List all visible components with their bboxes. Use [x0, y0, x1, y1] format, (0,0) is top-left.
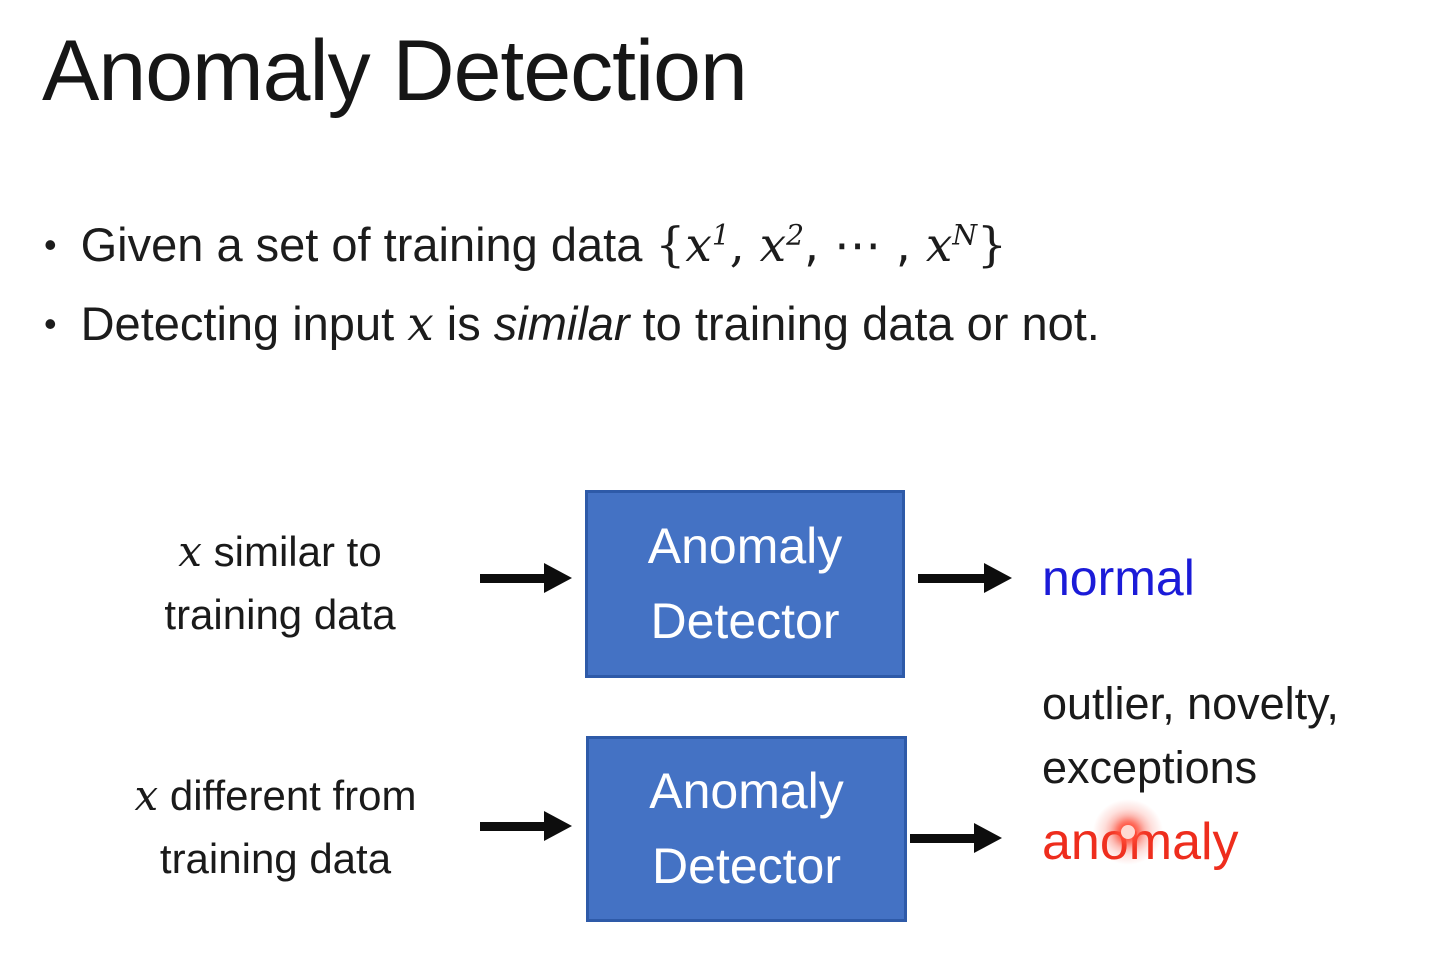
arrow-shaft — [480, 573, 544, 583]
bullet-dot-icon: • — [44, 303, 57, 345]
math-sep-1: , — [729, 218, 760, 273]
math-x1-sup: 1 — [711, 218, 730, 252]
arrow-shaft — [480, 821, 544, 831]
bullet-1-prefix: Given a set of training data — [80, 218, 656, 271]
row2-input-arrow-icon — [480, 811, 572, 841]
math-xN-sup: N — [952, 218, 977, 252]
math-x2: x — [759, 218, 787, 273]
math-open-brace: { — [655, 218, 686, 273]
row2-output-anomaly: anomaly — [1042, 813, 1239, 871]
bullet-list: • Given a set of training data {x1, x2, … — [44, 214, 1394, 372]
bullet-2-part3: to training data or not. — [629, 297, 1100, 351]
math-cdots: , ⋯ , — [804, 218, 926, 273]
arrow-shaft — [910, 833, 974, 843]
row2-aka-text: outlier, novelty, exceptions — [1042, 672, 1339, 800]
row1-output-arrow-icon — [918, 563, 1012, 593]
bullet-2-part1: Detecting input — [80, 297, 408, 351]
bullet-1-text: Given a set of training data {x1, x2, ⋯ … — [81, 214, 1007, 277]
row1-label-line2: training data — [164, 591, 396, 638]
row1-anomaly-detector-box: Anomaly Detector — [585, 490, 905, 678]
math-close-brace: } — [977, 218, 1007, 273]
arrow-head — [984, 563, 1012, 593]
math-x-row1: x — [178, 527, 202, 576]
row1-label-line1: x similar to — [178, 527, 382, 576]
row2-box-line2: Detector — [652, 838, 841, 894]
row2-box-line1: Anomaly — [649, 763, 844, 819]
math-x-row2: x — [134, 771, 159, 820]
math-x1: x — [685, 218, 712, 273]
aka-line1: outlier, novelty, — [1042, 678, 1339, 729]
row2-label-line2: training data — [159, 835, 392, 882]
row1-box-line2: Detector — [650, 593, 840, 649]
arrow-head — [974, 823, 1002, 853]
math-x-input: x — [407, 297, 434, 353]
math-x2-sup: 2 — [786, 218, 805, 252]
math-xN: x — [925, 218, 953, 273]
aka-line2: exceptions — [1042, 742, 1258, 793]
bullet-2-part2: is — [433, 297, 494, 351]
bullet-item-2: • Detecting input x is similar to traini… — [44, 293, 1394, 356]
arrow-head — [544, 563, 572, 593]
row2-label-rest: different from — [158, 772, 417, 819]
arrow-shaft — [918, 573, 984, 583]
row2-label-line1: x different from — [134, 771, 417, 820]
bullet-item-1: • Given a set of training data {x1, x2, … — [44, 214, 1394, 277]
row2-output-arrow-icon — [910, 823, 1002, 853]
row1-input-arrow-icon — [480, 563, 572, 593]
row2-input-label: x different from training data — [88, 764, 463, 890]
bullet-dot-icon: • — [44, 224, 57, 265]
row1-label-rest: similar to — [201, 528, 382, 575]
slide-title: Anomaly Detection — [42, 23, 748, 119]
row2-anomaly-detector-box: Anomaly Detector — [586, 736, 907, 922]
row1-input-label: x similar to training data — [95, 520, 465, 646]
row1-output-normal: normal — [1042, 550, 1195, 606]
row1-box-line1: Anomaly — [647, 518, 843, 574]
bullet-2-text: Detecting input x is similar to training… — [81, 293, 1100, 356]
arrow-head — [544, 811, 572, 841]
bullet-2-similar-word: similar — [493, 297, 630, 351]
